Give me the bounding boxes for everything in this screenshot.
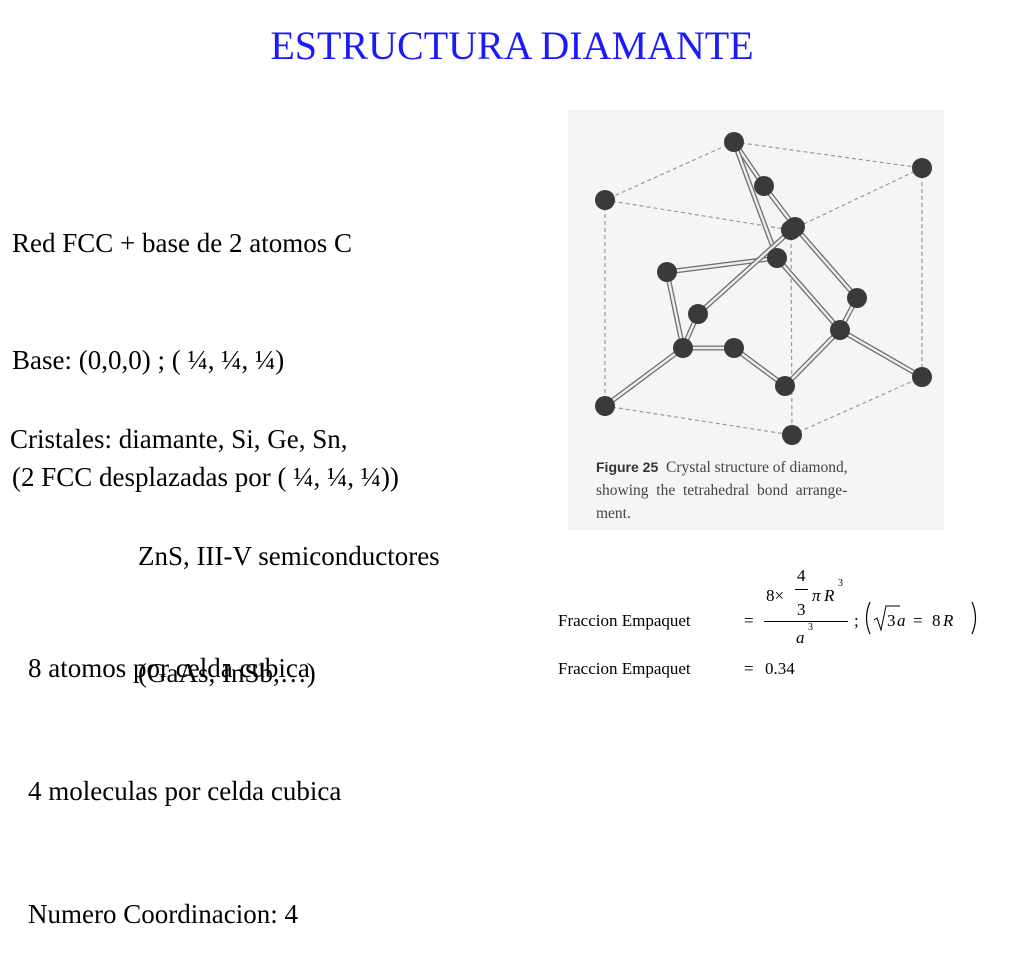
carbon-atom — [754, 176, 774, 196]
formula-rhs-r: R — [943, 611, 954, 630]
cube-edge — [604, 405, 793, 436]
formula-coefficient: 8× — [766, 586, 785, 605]
intro-line-fcc: Red FCC + base de 2 atomos C — [12, 228, 352, 258]
crystals-line-3: (GaAs, InSb,…) — [138, 658, 316, 688]
carbon-atom — [767, 248, 787, 268]
formula-small-fraction-bar — [795, 589, 808, 590]
page-title: ESTRUCTURA DIAMANTE — [270, 23, 754, 68]
carbon-atom — [673, 338, 693, 358]
formula-fraction-bar — [764, 621, 848, 622]
crystals-text: Cristales: diamante, Si, Ge, Sn, ZnS, II… — [10, 342, 440, 732]
cube-edge — [604, 199, 792, 231]
crystals-line-1: Cristales: diamante, Si, Ge, Sn, — [10, 424, 348, 454]
carbon-atom — [724, 132, 744, 152]
carbon-atom — [785, 217, 805, 237]
bond — [604, 347, 684, 407]
caption-line-1: Crystal structure of diamond, — [666, 459, 848, 476]
formula-pi: π — [812, 586, 821, 605]
formula-sqrt-group — [865, 601, 977, 635]
formula-exp-a: 3 — [808, 622, 813, 633]
figure-caption: Figure 25 Crystal structure of diamond, … — [596, 456, 941, 525]
bond — [776, 257, 841, 331]
coordination-number: Numero Coordinacion: 4 — [28, 899, 298, 929]
intro-line-shift: (2 FCC desplazadas por ( ¼, ¼, ¼)) — [12, 462, 399, 492]
formula-equals-1: = — [744, 611, 754, 630]
cube-edge — [733, 141, 923, 169]
formula-semicolon: ; — [854, 611, 859, 630]
intro-line-base: Base: (0,0,0) ; ( ¼, ¼, ¼) — [12, 345, 285, 375]
cube-edge — [604, 141, 735, 201]
cube-edge — [790, 229, 793, 436]
intro-text: Red FCC + base de 2 atomos C Base: (0,0,… — [12, 146, 399, 536]
formula-radius: R — [824, 586, 835, 605]
formula-sqrt-arg: 3 — [887, 611, 896, 630]
formula-denominator-a: a — [796, 628, 805, 647]
formula-frac-denominator: 3 — [797, 600, 806, 619]
crystals-line-2: ZnS, III-V semiconductores — [138, 541, 440, 571]
formula-rhs-coef: 8 — [932, 611, 941, 630]
bond — [794, 226, 858, 299]
bond — [784, 329, 841, 387]
cube-edge — [791, 376, 923, 436]
carbon-atom — [657, 262, 677, 282]
carbon-atom — [775, 376, 795, 396]
formula-label-2: Fraccion Empaquet — [558, 659, 691, 678]
bond — [665, 271, 685, 349]
molecules-per-cell: 4 moleculas por celda cubica — [28, 776, 342, 806]
bond — [732, 141, 779, 259]
bond — [733, 347, 786, 387]
diamond-lattice-figure — [595, 132, 932, 445]
carbon-atom — [782, 425, 802, 445]
carbon-atom — [912, 367, 932, 387]
carbon-atom — [830, 320, 850, 340]
bond — [839, 328, 923, 379]
formula-label-1: Fraccion Empaquet — [558, 611, 691, 630]
figure-label: Figure 25 — [596, 459, 659, 475]
carbon-atom — [688, 304, 708, 324]
carbon-atom — [724, 338, 744, 358]
formula-result: 0.34 — [765, 659, 795, 678]
caption-line-3: ment. — [596, 505, 631, 522]
carbon-atom — [595, 190, 615, 210]
caption-line-2: showing the tetrahedral bond arrange- — [596, 482, 848, 499]
carbon-atom — [847, 288, 867, 308]
formula-lattice-a: a — [897, 611, 906, 630]
formula-equals-2: = — [913, 611, 923, 630]
counts-text: 8 atomos por celda cubica 4 moleculas po… — [28, 566, 341, 976]
carbon-atom — [912, 158, 932, 178]
atoms-per-cell: 8 atomos por celda cubica — [28, 653, 310, 683]
bond — [697, 226, 796, 315]
cube-edge — [790, 167, 923, 231]
carbon-atom — [595, 396, 615, 416]
formula-equals-3: = — [744, 659, 754, 678]
formula-frac-numerator: 4 — [797, 566, 806, 585]
formula-exp-r: 3 — [838, 578, 843, 589]
